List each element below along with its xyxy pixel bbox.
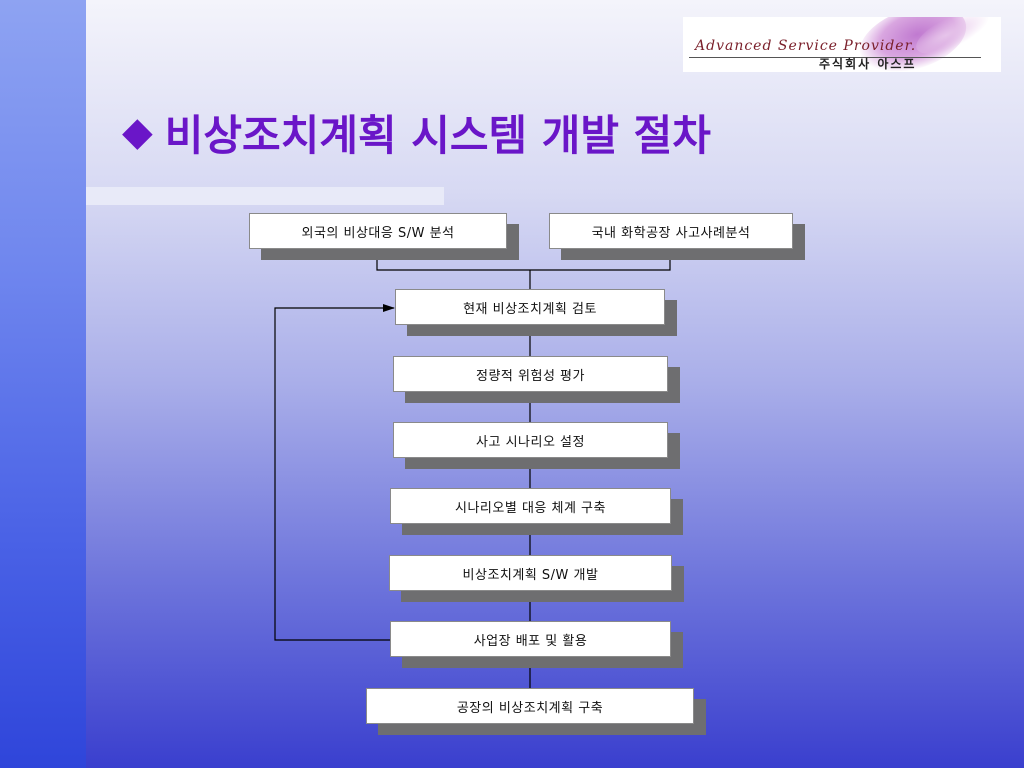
step-quantitative-risk-assessment: 정량적 위험성 평가	[393, 356, 668, 392]
step-label: 외국의 비상대응 S/W 분석	[301, 225, 455, 241]
step-label: 국내 화학공장 사고사례분석	[591, 225, 751, 241]
step-label: 현재 비상조치계획 검토	[463, 301, 597, 317]
title-underline-bar	[86, 187, 444, 205]
step-accident-scenario-setup: 사고 시나리오 설정	[393, 422, 668, 458]
step-site-deployment: 사업장 배포 및 활용	[390, 621, 671, 657]
step-current-plan-review: 현재 비상조치계획 검토	[395, 289, 665, 325]
step-label: 사업장 배포 및 활용	[473, 633, 588, 649]
slide-title-text: 비상조치계획 시스템 개발 절차	[164, 110, 711, 160]
logo-company-name: 주식회사 아스프	[819, 57, 917, 71]
step-domestic-accident-analysis: 국내 화학공장 사고사례분석	[549, 213, 793, 249]
merge-connector	[376, 251, 671, 271]
left-accent-bar	[0, 0, 86, 768]
step-scenario-response-system: 시나리오별 대응 체계 구축	[390, 488, 671, 524]
company-logo: Advanced Service Provider. 주식회사 아스프	[683, 17, 1001, 72]
slide-title: ◆ 비상조치계획 시스템 개발 절차	[122, 104, 711, 160]
diamond-bullet-icon: ◆	[122, 109, 153, 155]
step-foreign-sw-analysis: 외국의 비상대응 S/W 분석	[249, 213, 507, 249]
step-label: 공장의 비상조치계획 구축	[456, 700, 604, 716]
logo-tagline: Advanced Service Provider.	[695, 38, 917, 54]
step-plant-plan-construction: 공장의 비상조치계획 구축	[366, 688, 694, 724]
step-plan-sw-development: 비상조치계획 S/W 개발	[389, 555, 672, 591]
logo-rule	[689, 57, 981, 58]
step-label: 사고 시나리오 설정	[476, 434, 585, 450]
feedback-loop-arrow	[274, 304, 395, 641]
step-label: 비상조치계획 S/W 개발	[462, 567, 599, 583]
step-label: 시나리오별 대응 체계 구축	[455, 500, 606, 516]
step-label: 정량적 위험성 평가	[476, 368, 585, 384]
